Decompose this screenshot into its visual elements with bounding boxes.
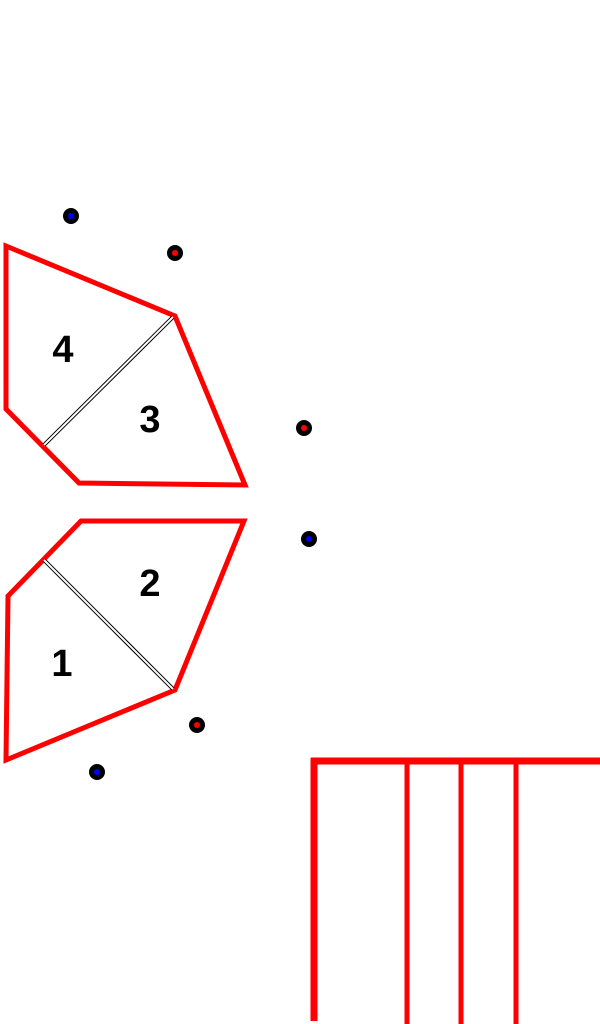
- marker-mid-blue: [301, 531, 317, 547]
- marker-mid-red: [296, 420, 312, 436]
- marker-bottom-blue: [89, 764, 105, 780]
- zone-label-2: 2: [139, 563, 160, 605]
- zone-label-1: 1: [51, 643, 72, 685]
- lower-polygon: [3, 518, 248, 764]
- upper-polygon: [3, 242, 249, 488]
- marker-top-red: [167, 245, 183, 261]
- zone-label-3: 3: [139, 399, 160, 441]
- upper-divider: [42, 315, 175, 447]
- marker-top-blue: [63, 208, 79, 224]
- lower-divider: [42, 558, 175, 691]
- comb-structure: [310, 757, 600, 1024]
- zone-label-4: 4: [52, 329, 73, 371]
- marker-bottom-red: [189, 717, 205, 733]
